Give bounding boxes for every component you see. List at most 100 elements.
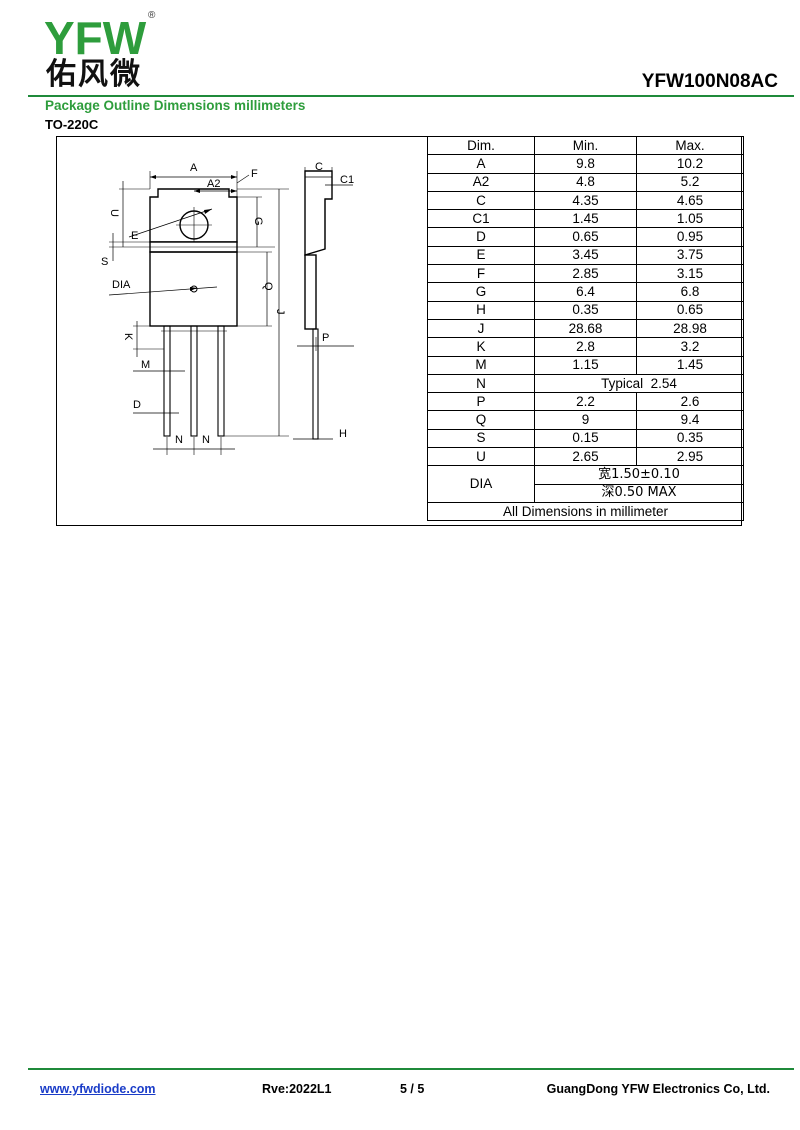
table-row: 深0.50 MAX (428, 483, 744, 503)
package-name: TO-220C (45, 117, 99, 132)
cell-min: 28.68 (534, 318, 637, 339)
cell-dim: Q (427, 410, 535, 430)
logo-latin-text: YFW (44, 14, 147, 60)
cell-max: 6.8 (636, 282, 744, 302)
cell-max: 28.98 (636, 318, 744, 339)
cell-min: 2.65 (534, 447, 637, 467)
cell-typical: Typical 2.54 (534, 373, 744, 394)
cell-dim: U (427, 447, 535, 467)
cell-dim: F (427, 264, 535, 284)
table-header-row: Dim. Min. Max. (427, 135, 744, 156)
cell-dim: P (427, 392, 535, 412)
cell-min: 0.35 (534, 300, 637, 320)
cell-max: 1.05 (636, 209, 744, 229)
label-a: A (190, 162, 198, 174)
cell-dim: A (427, 154, 535, 174)
page-number: 5 / 5 (400, 1082, 425, 1096)
label-e: E (131, 230, 138, 242)
cell-dim: K (427, 337, 535, 357)
header-max: Max. (636, 135, 744, 156)
label-q: Q (262, 282, 274, 291)
cell-max: 10.2 (636, 154, 744, 174)
company-logo: YFW ® 佑风微 (44, 10, 164, 94)
label-p: P (322, 332, 329, 344)
label-n2: N (202, 434, 210, 446)
cell-max: 0.65 (636, 300, 744, 320)
cell-max: 3.2 (636, 337, 744, 357)
label-h: H (339, 428, 347, 440)
section-title: Package Outline Dimensions millimeters (45, 98, 306, 113)
cell-dim: D (427, 227, 535, 247)
table-footer-row: All Dimensions in millimeter (427, 501, 744, 522)
cell-dim: H (427, 300, 535, 320)
table-row: DIA 宽1.50±0.10 (427, 465, 744, 503)
cell-max: 2.95 (636, 447, 744, 467)
cell-min: 0.15 (534, 428, 637, 449)
cell-max: 1.45 (636, 355, 744, 375)
cell-dim: G (427, 282, 535, 302)
package-outline-drawing: A A2 F U E G S DIA Q (101, 161, 354, 455)
header-divider (28, 95, 794, 97)
cell-dim: C (427, 190, 535, 211)
label-n1: N (175, 434, 183, 446)
header-dim: Dim. (427, 135, 535, 156)
cell-max: 3.15 (636, 264, 744, 284)
cell-min: 3.45 (534, 245, 637, 266)
cell-min: 4.35 (534, 190, 637, 211)
cell-max: 4.65 (636, 190, 744, 211)
label-j: J (274, 309, 286, 315)
cell-dim: C1 (427, 209, 535, 229)
cell-dim: N (427, 373, 535, 394)
table-footnote: All Dimensions in millimeter (427, 501, 744, 522)
part-number: YFW100N08AC (641, 71, 778, 92)
cell-max: 2.6 (636, 392, 744, 412)
cell-dim: J (427, 318, 535, 339)
cell-min: 9 (534, 410, 637, 430)
label-g: G (252, 217, 264, 226)
revision-label: Rve:2022L1 (262, 1082, 332, 1096)
company-name: GuangDong YFW Electronics Co, Ltd. (546, 1082, 770, 1096)
cell-max: 3.75 (636, 245, 744, 266)
cell-dim: E (427, 245, 535, 266)
yfw-logo-mark: YFW (44, 12, 147, 64)
cell-min: 2.2 (534, 392, 637, 412)
cell-max: 5.2 (636, 172, 744, 192)
label-s: S (101, 256, 108, 268)
cell-min: 1.45 (534, 209, 637, 229)
label-c: C (315, 161, 323, 173)
website-link[interactable]: www.yfwdiode.com (40, 1082, 156, 1096)
table-row: N Typical 2.54 (427, 373, 744, 394)
registered-mark: ® (148, 10, 156, 21)
cell-min: 2.85 (534, 264, 637, 284)
cell-max: 9.4 (636, 410, 744, 430)
label-dia: DIA (112, 279, 131, 291)
footer-divider (28, 1068, 794, 1070)
cell-min: 2.8 (534, 337, 637, 357)
cell-dim: A2 (427, 172, 535, 192)
label-m: M (141, 359, 150, 371)
cell-min: 4.8 (534, 172, 637, 192)
cell-min: 1.15 (534, 355, 637, 375)
cell-max: 0.95 (636, 227, 744, 247)
cell-dia-depth: 深0.50 MAX (534, 483, 744, 503)
cell-dia-width: 宽1.50±0.10 (534, 465, 744, 485)
label-k: K (122, 333, 134, 341)
label-c1: C1 (340, 174, 354, 186)
label-a2: A2 (207, 178, 220, 190)
